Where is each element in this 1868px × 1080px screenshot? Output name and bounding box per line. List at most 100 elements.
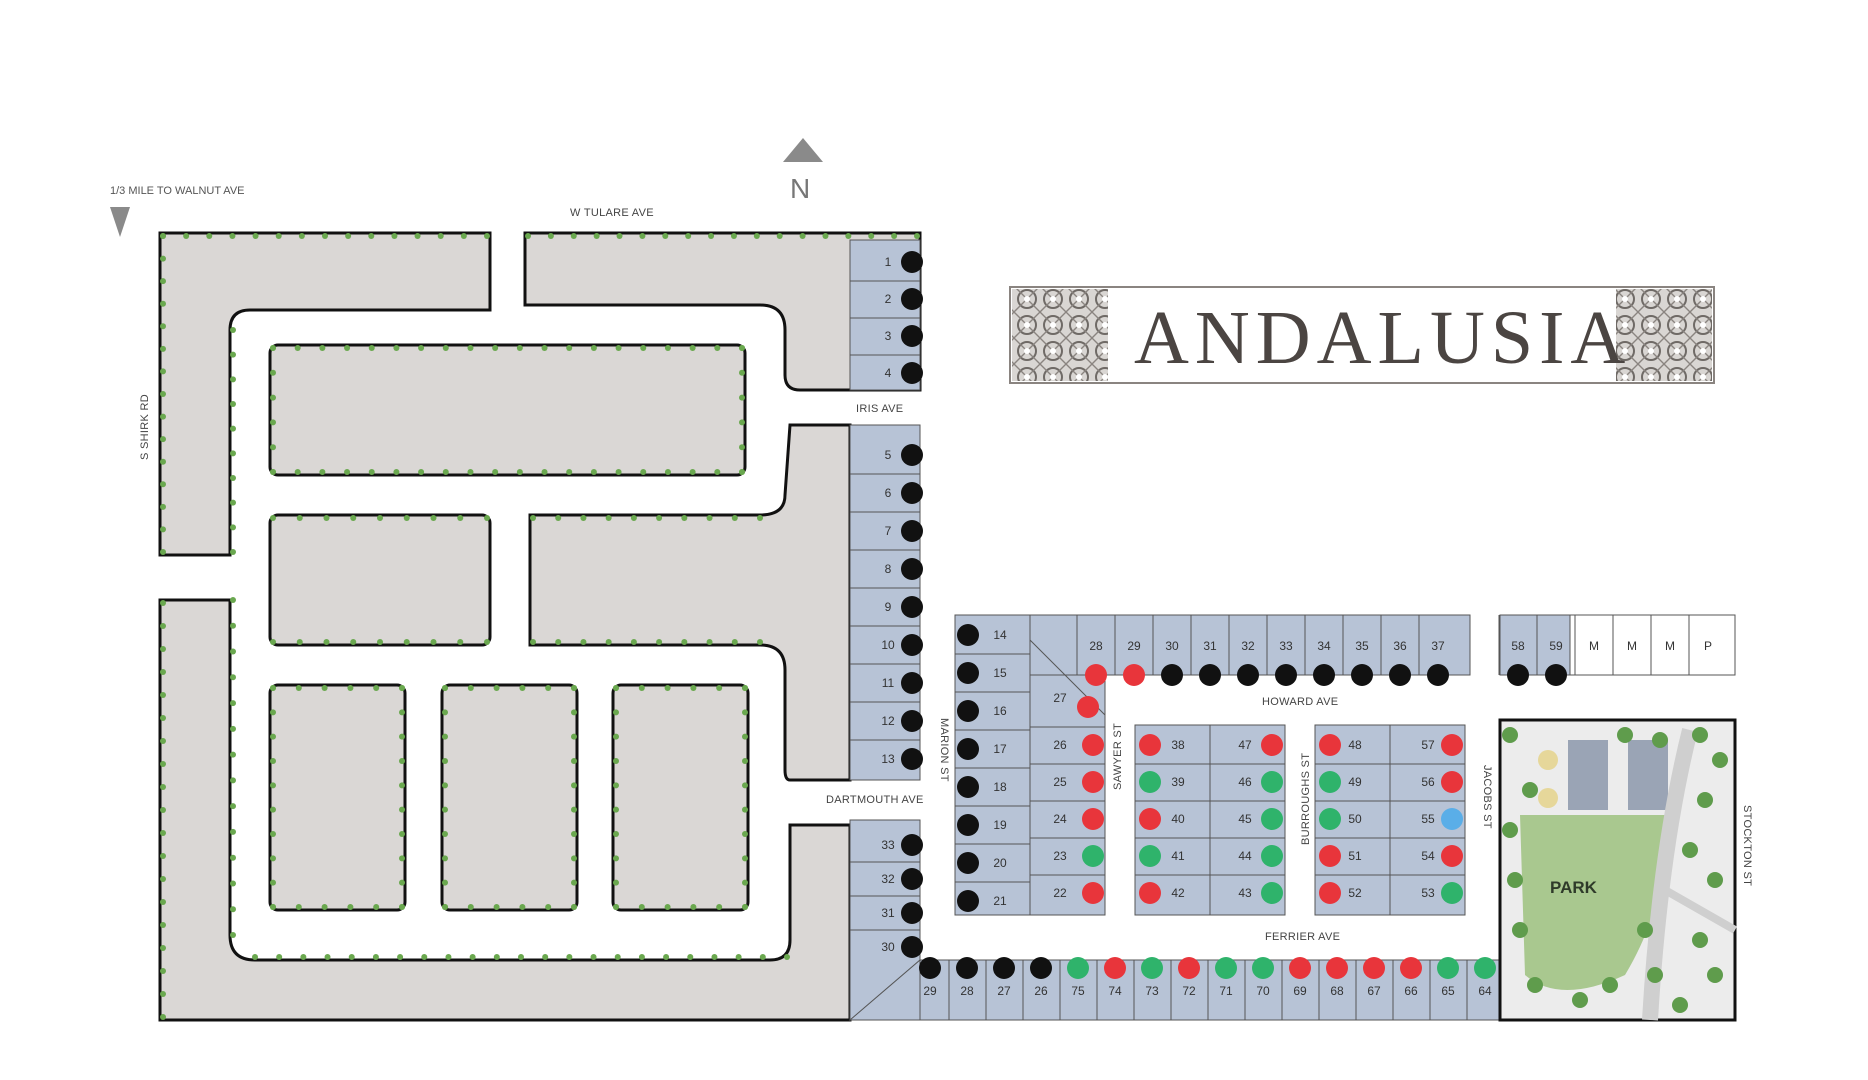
lot-status-dot[interactable] [956, 957, 978, 979]
lot-status-dot[interactable] [901, 325, 923, 347]
lot-status-dot[interactable] [1082, 882, 1104, 904]
lot-number: 31 [881, 906, 895, 920]
tree-dot [294, 345, 301, 351]
tree-dot [484, 515, 490, 521]
lot-status-dot[interactable] [1441, 771, 1463, 793]
lot-status-dot[interactable] [1400, 957, 1422, 979]
lot-status-dot[interactable] [1082, 771, 1104, 793]
lot-status-dot[interactable] [901, 868, 923, 890]
lot-status-dot[interactable] [901, 834, 923, 856]
lot-status-dot[interactable] [1215, 957, 1237, 979]
lot-status-dot[interactable] [1067, 957, 1089, 979]
lot-status-dot[interactable] [1178, 957, 1200, 979]
lot-status-dot[interactable] [901, 362, 923, 384]
lot-status-dot[interactable] [901, 672, 923, 694]
lot-status-dot[interactable] [1082, 808, 1104, 830]
tree-dot [891, 233, 898, 239]
tree-dot [270, 444, 276, 451]
lot-status-dot[interactable] [957, 776, 979, 798]
lot-status-dot[interactable] [1437, 957, 1459, 979]
lot-status-dot[interactable] [1326, 957, 1348, 979]
lot-status-dot[interactable] [1319, 771, 1341, 793]
lot-status-dot[interactable] [901, 520, 923, 542]
lot-status-dot[interactable] [1104, 957, 1126, 979]
tree-dot [160, 646, 166, 652]
lot-status-dot[interactable] [1319, 882, 1341, 904]
lot-status-dot[interactable] [901, 288, 923, 310]
lot-status-dot[interactable] [1275, 664, 1297, 686]
lot-number: 31 [1203, 639, 1217, 653]
lot-status-dot[interactable] [1199, 664, 1221, 686]
lot-status-dot[interactable] [901, 936, 923, 958]
lot-status-dot[interactable] [1085, 664, 1107, 686]
lot-status-dot[interactable] [1319, 734, 1341, 756]
lot-status-dot[interactable] [1161, 664, 1183, 686]
lot-status-dot[interactable] [1261, 845, 1283, 867]
lot-status-dot[interactable] [1441, 734, 1463, 756]
lot-status-dot[interactable] [1441, 808, 1463, 830]
lot-status-dot[interactable] [957, 624, 979, 646]
lot-status-dot[interactable] [901, 251, 923, 273]
lot-status-dot[interactable] [901, 444, 923, 466]
lot-status-dot[interactable] [1030, 957, 1052, 979]
lot-status-dot[interactable] [993, 957, 1015, 979]
park-tree [1602, 977, 1618, 993]
lot-number: 51 [1348, 849, 1362, 863]
lot-number: 56 [1421, 775, 1435, 789]
lot-status-dot[interactable] [1319, 808, 1341, 830]
lot-status-dot[interactable] [1389, 664, 1411, 686]
lot-status-dot[interactable] [1139, 734, 1161, 756]
lot-status-dot[interactable] [1261, 882, 1283, 904]
lot-status-dot[interactable] [957, 662, 979, 684]
tree-dot [742, 758, 748, 764]
lot-status-dot[interactable] [1077, 696, 1099, 718]
lot-status-dot[interactable] [957, 700, 979, 722]
lot-status-dot[interactable] [1474, 957, 1496, 979]
lot-status-dot[interactable] [1507, 664, 1529, 686]
tree-dot [613, 685, 619, 691]
lot-status-dot[interactable] [901, 902, 923, 924]
lot-status-dot[interactable] [1351, 664, 1373, 686]
lot-status-dot[interactable] [1139, 771, 1161, 793]
lot-status-dot[interactable] [901, 482, 923, 504]
tree-dot [690, 685, 697, 691]
lot-status-dot[interactable] [957, 852, 979, 874]
lot-status-dot[interactable] [1441, 845, 1463, 867]
tree-dot [160, 899, 166, 905]
lot-status-dot[interactable] [1261, 734, 1283, 756]
lot-status-dot[interactable] [1139, 882, 1161, 904]
lot-status-dot[interactable] [1261, 808, 1283, 830]
lot-status-dot[interactable] [957, 738, 979, 760]
lot-status-dot[interactable] [1441, 882, 1463, 904]
lot-status-dot[interactable] [1545, 664, 1567, 686]
street-labels: W TULARE AVE S SHIRK RD IRIS AVE DARTMOU… [139, 207, 1753, 943]
lot-status-dot[interactable] [1289, 957, 1311, 979]
lot-status-dot[interactable] [1141, 957, 1163, 979]
lot-status-dot[interactable] [1237, 664, 1259, 686]
lot-status-dot[interactable] [1123, 664, 1145, 686]
lot-status-dot[interactable] [1313, 664, 1335, 686]
lot-status-dot[interactable] [1252, 957, 1274, 979]
lot-status-dot[interactable] [1319, 845, 1341, 867]
lot-status-dot[interactable] [901, 634, 923, 656]
lot-status-dot[interactable] [957, 814, 979, 836]
lot-status-dot[interactable] [1427, 664, 1449, 686]
tree-dot [753, 233, 760, 239]
tree-dot [484, 639, 490, 645]
lot-status-dot[interactable] [901, 710, 923, 732]
lot-status-dot[interactable] [957, 890, 979, 912]
tree-dot [160, 526, 166, 533]
lot-status-dot[interactable] [1082, 734, 1104, 756]
lot-number: 35 [1355, 639, 1369, 653]
lot-status-dot[interactable] [1139, 845, 1161, 867]
lot-number: 64 [1478, 984, 1492, 998]
lot-status-dot[interactable] [901, 596, 923, 618]
lot-number: 21 [993, 894, 1007, 908]
lot-status-dot[interactable] [919, 957, 941, 979]
lot-status-dot[interactable] [1139, 808, 1161, 830]
lot-status-dot[interactable] [1363, 957, 1385, 979]
lot-status-dot[interactable] [901, 558, 923, 580]
lot-status-dot[interactable] [1261, 771, 1283, 793]
lot-status-dot[interactable] [901, 748, 923, 770]
lot-status-dot[interactable] [1082, 845, 1104, 867]
